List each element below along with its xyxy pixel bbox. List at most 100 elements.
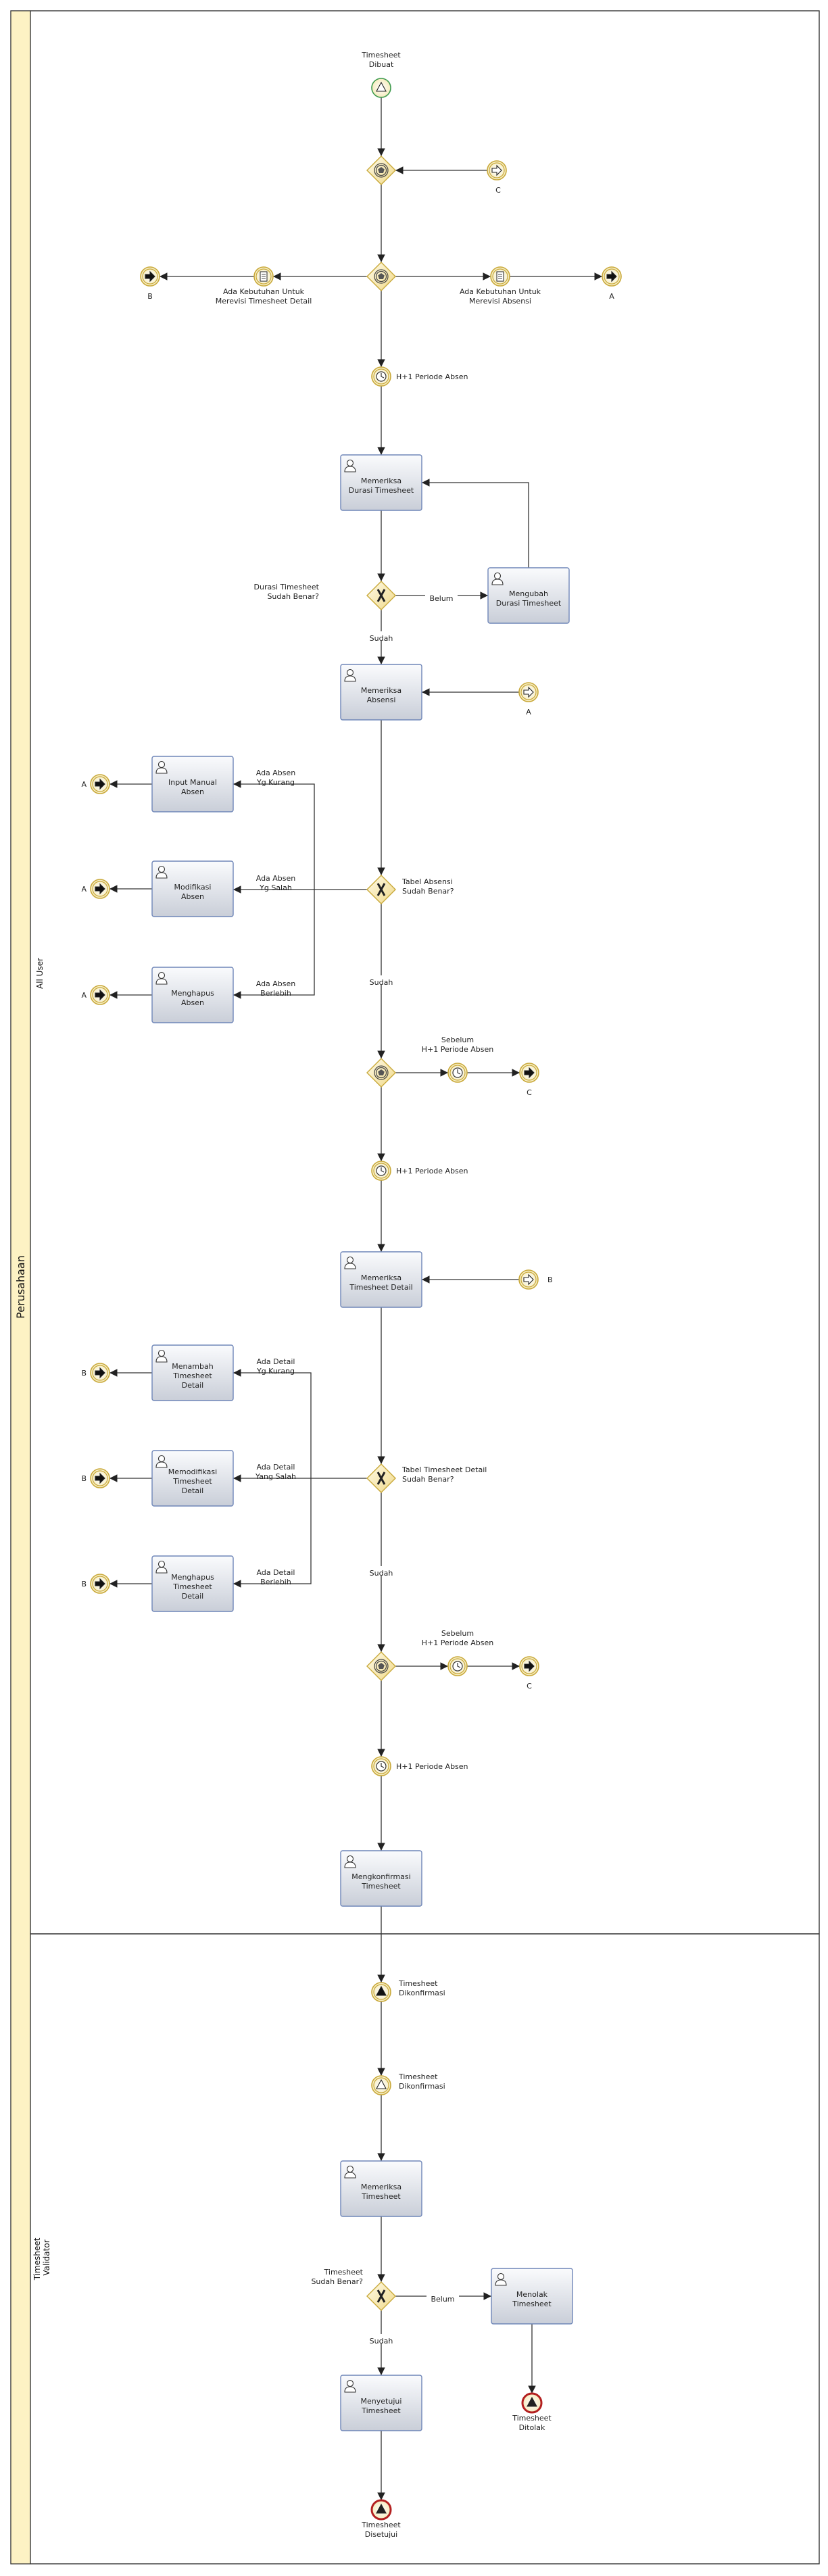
- gw-split-1[interactable]: [366, 262, 396, 291]
- ev-end-c2[interactable]: [519, 1656, 539, 1676]
- task-box[interactable]: [340, 2160, 422, 2217]
- gw-event-2[interactable]: [366, 1058, 396, 1088]
- ev-end-approved[interactable]: [370, 2499, 392, 2521]
- ev-link-in-c-label-line: C: [495, 186, 501, 195]
- exclusive-x-icon: [376, 589, 386, 602]
- task-label-line: Menambah: [172, 1362, 213, 1371]
- task-box[interactable]: [340, 1850, 422, 1907]
- task-label-line: Detail: [182, 1381, 203, 1390]
- ev-end-b1[interactable]: [140, 266, 160, 287]
- ev-timer-2[interactable]: [371, 1161, 391, 1181]
- task-box[interactable]: [151, 1555, 234, 1612]
- task-label-line: Memodifikasi: [168, 1467, 217, 1476]
- ann-validasi-detail[interactable]: [253, 266, 274, 287]
- gw-durasi[interactable]: [366, 581, 396, 610]
- ev-end-a4[interactable]: [90, 985, 110, 1005]
- task-box[interactable]: [151, 860, 234, 917]
- ev-end-rejected[interactable]: [521, 2392, 543, 2414]
- ev-end-b3[interactable]: [90, 1468, 110, 1488]
- task-box[interactable]: [340, 454, 422, 511]
- task-label-line: Absen: [181, 892, 204, 901]
- ev-end-a1[interactable]: [602, 266, 622, 287]
- task-label-line: Menghapus: [171, 989, 214, 998]
- ev-link-in-b[interactable]: [518, 1269, 539, 1290]
- ev-timer-1[interactable]: [371, 366, 391, 387]
- ev-start-label-line: Dibuat: [369, 60, 394, 69]
- ev-end-a3[interactable]: [90, 879, 110, 899]
- user-task-icon: [344, 1256, 356, 1269]
- ann-validasi-absensi[interactable]: [490, 266, 510, 287]
- task-box[interactable]: [151, 1344, 234, 1401]
- task-box[interactable]: [340, 664, 422, 721]
- ev-link-in-a[interactable]: [518, 682, 539, 702]
- ev-end-a2[interactable]: [90, 774, 110, 794]
- task-box[interactable]: [487, 567, 570, 624]
- user-task-icon: [155, 1349, 168, 1363]
- gw-detail[interactable]: [366, 1463, 396, 1493]
- ev-timer-before-2[interactable]: [447, 1656, 468, 1676]
- link-catch-arrow-icon: [523, 686, 534, 698]
- fl-sudah-1-label: Sudah: [370, 634, 393, 643]
- sequence-flow: [422, 479, 529, 568]
- task-box[interactable]: [151, 1450, 234, 1507]
- task-box[interactable]: [340, 2375, 422, 2431]
- ev-timer-before-1[interactable]: [447, 1063, 468, 1083]
- task-box[interactable]: [491, 2268, 573, 2325]
- gw-validasi[interactable]: [366, 2281, 396, 2311]
- ev-start[interactable]: [371, 78, 391, 98]
- ev-signal-throw[interactable]: [371, 1982, 391, 2002]
- gw-event-3[interactable]: [366, 1651, 396, 1681]
- ev-timer-3[interactable]: [371, 1756, 391, 1776]
- ev-end-b1-label: B: [147, 292, 153, 301]
- ev-end-b4[interactable]: [90, 1574, 110, 1594]
- ev-signal-catch[interactable]: [371, 2075, 391, 2095]
- user-task-icon: [155, 760, 168, 774]
- task-label-line: Menolak: [516, 2290, 548, 2299]
- ev-link-in-b-label-line: B: [547, 1275, 553, 1284]
- ev-end-b2[interactable]: [90, 1363, 110, 1383]
- task-label-line: Menghapus: [171, 1573, 214, 1582]
- ev-end-a1-label: A: [609, 292, 614, 301]
- gw-merge-1[interactable]: [366, 155, 396, 185]
- signal-triangle-icon: [527, 2396, 537, 2407]
- ev-end-c1-label-line: C: [527, 1088, 532, 1097]
- task-label-line: Memeriksa: [361, 1273, 401, 1282]
- user-task-icon: [155, 1455, 168, 1468]
- signal-triangle-icon: [376, 81, 387, 92]
- task-box[interactable]: [151, 756, 234, 812]
- task-box[interactable]: [151, 967, 234, 1023]
- gw-absensi[interactable]: [366, 875, 396, 904]
- ev-timer-2-label: H+1 Periode Absen: [396, 1167, 468, 1175]
- ev-link-in-c[interactable]: [487, 160, 507, 180]
- signal-triangle-icon: [376, 2079, 387, 2089]
- ev-end-c1[interactable]: [519, 1063, 539, 1083]
- flow-label-bg: [427, 2292, 459, 2302]
- ann-validasi-detail-label-line: Ada Kebutuhan Untuk: [223, 287, 305, 296]
- link-throw-arrow-icon: [606, 270, 617, 283]
- task-label-line: Detail: [182, 1486, 203, 1495]
- task-box[interactable]: [340, 1251, 422, 1308]
- sequence-flows: [109, 97, 602, 2500]
